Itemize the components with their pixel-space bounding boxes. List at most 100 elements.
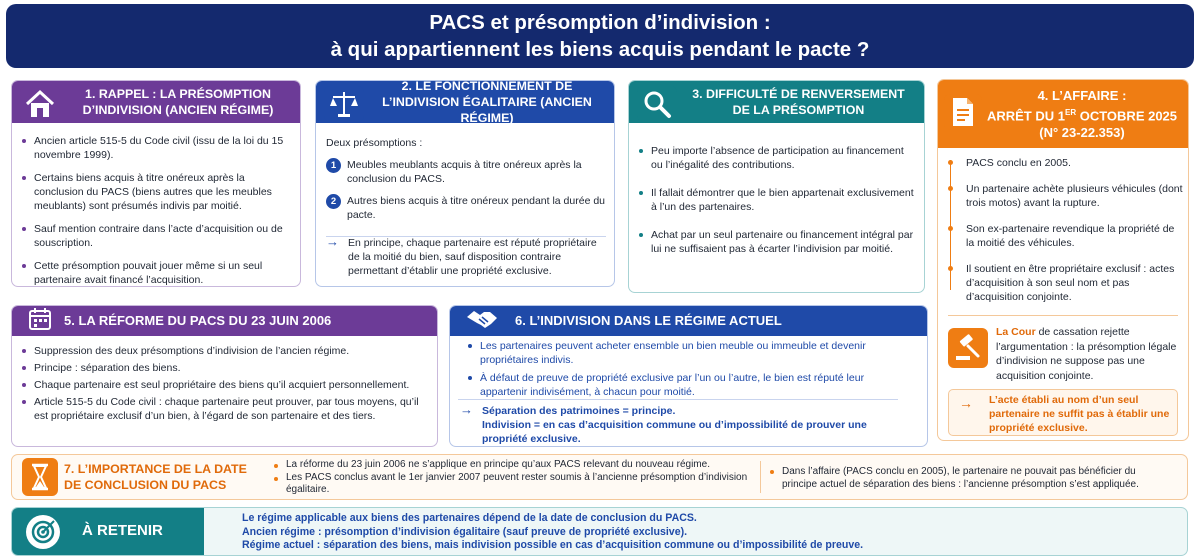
card-rappel-header: 1. RAPPEL : LA PRÉSOMPTION D’INDIVISION (… [12,81,300,123]
intro-text: Deux présomptions : [326,137,423,149]
card-date-importance: 7. L’IMPORTANCE DE LA DATE DE CONCLUSION… [11,454,1188,500]
card-difficulte-title-2: DE LA PRÉSOMPTION [732,103,865,117]
card-regime-actuel-title: 6. L’INDIVISION DANS LE RÉGIME ACTUEL [515,313,782,328]
card-date-importance-list: La réforme du 23 juin 2006 ne s’applique… [272,459,752,496]
magnifier-icon [637,86,677,122]
list-item: Il fallait démontrer que le bien apparte… [637,186,917,214]
card-regime-actuel: 6. L’INDIVISION DANS LE RÉGIME ACTUEL Le… [449,305,928,447]
card-date-importance-title: 7. L’IMPORTANCE DE LA DATE DE CONCLUSION… [64,461,264,493]
summary-line-2: Indivision = en cas d’acquisition commun… [482,419,867,445]
timeline-text: Son ex-partenaire revendique la propriét… [966,223,1175,249]
gavel-icon [948,328,988,368]
timeline-item: PACS conclu en 2005. [948,156,1184,170]
title-line-2: à qui appartiennent les biens acquis pen… [330,38,870,61]
timeline-line [950,160,951,290]
arrow-right-icon: → [460,402,473,417]
hourglass-icon [22,458,58,496]
title-part: ARRÊT DU 1 [986,108,1065,124]
list-item: Article 515-5 du Code civil : chaque par… [20,395,430,423]
list-item: Cette présomption pouvait jouer même si … [20,259,292,286]
numbered-text: Autres biens acquis à titre onéreux pend… [347,195,606,221]
summary-line-1: Séparation des patrimoines = principe. [482,405,676,417]
principle-text: En principe, chaque partenaire est réput… [348,237,597,277]
card-affaire-title-1: 4. L’AFFAIRE : [1037,87,1127,103]
timeline-text: PACS conclu en 2005. [966,157,1071,169]
card-difficulte-header: 3. DIFFICULTÉ DE RENVERSEMENT DE LA PRÉSO… [629,81,924,123]
summary-note: → Séparation des patrimoines = principe.… [460,402,900,446]
list-item: Peu importe l’absence de participation a… [637,144,917,172]
card-reforme: 5. LA RÉFORME DU PACS DU 23 JUIN 2006 Su… [11,305,438,447]
title-line: 7. L’IMPORTANCE DE LA DATE [64,462,247,476]
card-affaire-title-2: ARRÊT DU 1ER OCTOBRE 2025 [987,104,1177,124]
list-item: Achat par un seul partenaire ou financem… [637,228,917,256]
list-item: Principe : séparation des biens. [20,361,430,375]
title-line-1: PACS et présomption d’indivision : [429,11,771,34]
target-icon [26,515,60,549]
retenir-line: Régime actuel : séparation des biens, ma… [242,539,864,551]
title-sup: ER [1064,107,1077,117]
list-item: Sauf mention contraire dans l’acte d’acq… [20,222,292,250]
card-regime-actuel-list: Les partenaires peuvent acheter ensemble… [466,339,886,399]
card-affaire-title-3: (N° 23-22.353) [1039,125,1125,141]
card-rappel-title-2: D’INDIVISION (ANCIEN RÉGIME) [82,103,274,117]
timeline-item: Il soutient en être propriétaire exclusi… [948,262,1184,304]
card-fonctionnement: 2. LE FONCTIONNEMENT DE L’INDIVISION ÉGAL… [315,80,615,287]
list-item: Dans l’affaire (PACS conclu en 2005), le… [768,465,1173,491]
card-rappel-list: Ancien article 515-5 du Code civil (issu… [20,134,292,286]
arrow-right-icon: → [326,234,339,249]
card-rappel: 1. RAPPEL : LA PRÉSOMPTION D’INDIVISION (… [11,80,301,287]
timeline-item: Un partenaire achète plusieurs véhicules… [948,182,1184,210]
list-item: Ancien article 515-5 du Code civil (issu… [20,134,292,162]
court-rest: de cassation rejette l’argumentation : l… [996,326,1177,382]
timeline-text: Il soutient en être propriétaire exclusi… [966,263,1175,303]
court-text: La Cour de cassation rejette l’argumenta… [996,325,1184,383]
retenir-line: Ancien régime : présomption d’indivision… [242,525,688,538]
list-item: Suppression des deux présomptions d’indi… [20,344,430,358]
card-a-retenir-header: À RETENIR [12,508,204,555]
card-reforme-list: Suppression des deux présomptions d’indi… [20,344,430,423]
card-a-retenir-title: À RETENIR [82,522,163,539]
numbered-item-2: 2 Autres biens acquis à titre onéreux pe… [326,194,608,222]
list-item: Chaque partenaire est seul propriétaire … [20,378,430,392]
card-fonctionnement-title-1: 2. LE FONCTIONNEMENT DE [401,80,573,93]
card-regime-actuel-header: 6. L’INDIVISION DANS LE RÉGIME ACTUEL [450,306,927,336]
court-lead: La Cour [996,326,1036,338]
list-item: La réforme du 23 juin 2006 ne s’applique… [272,459,752,471]
number-badge: 1 [326,158,341,173]
card-fonctionnement-header: 2. LE FONCTIONNEMENT DE L’INDIVISION ÉGAL… [316,80,614,125]
list-item: Les partenaires peuvent acheter ensemble… [466,339,886,367]
title-part: OCTOBRE 2025 [1076,108,1178,124]
card-reforme-title: 5. LA RÉFORME DU PACS DU 23 JUIN 2006 [64,313,332,328]
retenir-line: Le régime applicable aux biens des parte… [242,512,697,524]
card-a-retenir-lines: Le régime applicable aux biens des parte… [242,512,1172,553]
list-item: Les PACS conclus avant le 1er janvier 20… [272,472,752,496]
card-affaire: 4. L’AFFAIRE : ARRÊT DU 1ER OCTOBRE 2025… [937,79,1189,441]
handshake-icon [458,306,506,336]
timeline-text: Un partenaire achète plusieurs véhicules… [966,183,1183,209]
document-icon [944,94,982,130]
card-reforme-header: 5. LA RÉFORME DU PACS DU 23 JUIN 2006 [12,306,437,336]
principle-note: → En principe, chaque partenaire est rép… [326,234,608,278]
number-badge: 2 [326,194,341,209]
house-icon [20,86,60,122]
scales-icon [324,86,364,122]
conclusion-box: → L’acte établi au nom d’un seul partena… [948,389,1178,436]
title-line: DE CONCLUSION DU PACS [64,478,227,492]
card-difficulte-title-1: 3. DIFFICULTÉ DE RENVERSEMENT [692,87,905,101]
card-rappel-title-1: 1. RAPPEL : LA PRÉSOMPTION [85,87,271,101]
card-fonctionnement-title-2: L’INDIVISION ÉGALITAIRE (ANCIEN RÉGIME) [382,95,592,125]
timeline: PACS conclu en 2005. Un partenaire achèt… [948,156,1184,304]
arrow-right-icon: → [959,395,973,411]
page-title: PACS et présomption d’indivision : à qui… [6,4,1194,68]
timeline-item: Son ex-partenaire revendique la propriét… [948,222,1184,250]
calendar-icon [20,306,60,336]
list-item: À défaut de preuve de propriété exclusiv… [466,371,886,399]
numbered-item-1: 1 Meubles meublants acquis à titre onére… [326,158,608,186]
card-affaire-header: 4. L’AFFAIRE : ARRÊT DU 1ER OCTOBRE 2025… [938,80,1188,148]
card-difficulte-list: Peu importe l’absence de participation a… [637,144,917,256]
card-difficulte: 3. DIFFICULTÉ DE RENVERSEMENT DE LA PRÉSO… [628,80,925,293]
card-date-importance-note: Dans l’affaire (PACS conclu en 2005), le… [768,465,1173,491]
card-a-retenir: À RETENIR Le régime applicable aux biens… [11,507,1188,556]
numbered-text: Meubles meublants acquis à titre onéreux… [347,159,582,185]
list-item: Certains biens acquis à titre onéreux ap… [20,171,292,213]
